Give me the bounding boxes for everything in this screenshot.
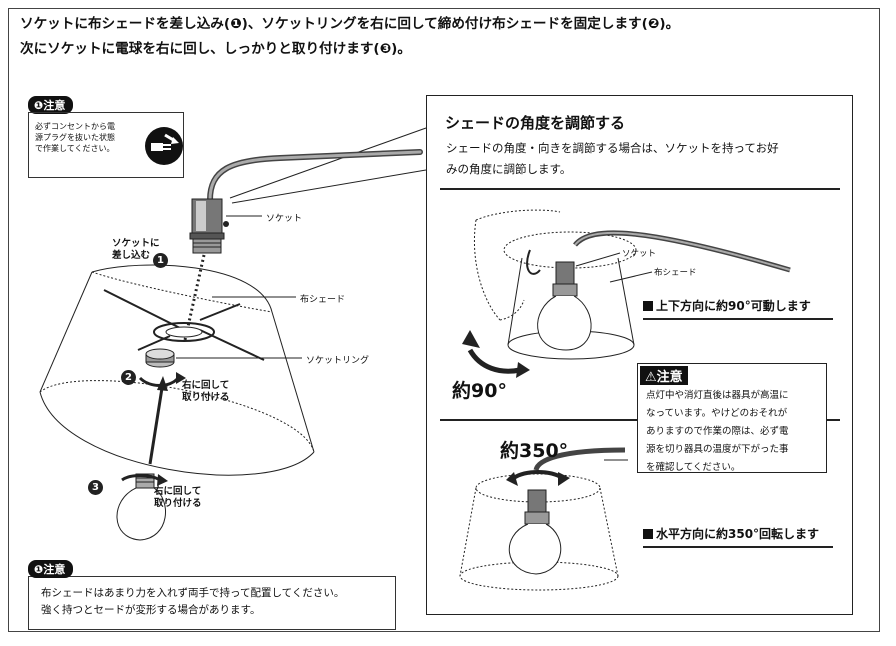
warning-text: 点灯中や消灯直後は器具が高温に なっています。やけどのおそれが ありますので作業… <box>646 387 789 477</box>
step3-badge: 3 <box>88 480 103 495</box>
intro-text: ソケットに布シェードを差し込み(❶)、ソケットリングを右に回して締め付け布シェー… <box>20 12 880 62</box>
angle-90: 約90° <box>452 380 507 402</box>
cord-highlight <box>208 150 422 202</box>
shade-rotate-diagram <box>459 447 626 591</box>
rotate-note: 水平方向に約350°回転します <box>643 525 819 542</box>
tilt-arrow <box>467 348 521 374</box>
caution-heading: ❶注意 <box>28 96 74 114</box>
step2-line: 取り付ける <box>182 392 230 403</box>
page-frame <box>8 8 880 632</box>
step2-line: 右に回して <box>182 380 230 391</box>
note-underline <box>643 318 833 320</box>
warning-line: 点灯中や消灯直後は器具が高温に <box>646 390 789 401</box>
step3-line: 取り付ける <box>154 498 202 509</box>
step2-label: 右に回して 取り付ける <box>182 380 230 404</box>
panel-description: シェードの角度・向きを調節する場合は、ソケットを持ってお好 みの角度に調節します… <box>446 138 779 180</box>
shade-label: 布シェード <box>300 295 346 305</box>
tilt-note-text: 上下方向に約90°可動します <box>656 299 811 313</box>
unplug-icon <box>145 127 183 165</box>
panel-divider <box>826 419 840 421</box>
panel-desc-line: みの角度に調節します。 <box>446 162 572 176</box>
caution-line: 必ずコンセントから電 <box>35 122 115 131</box>
warning-line: を確認してください。 <box>646 462 741 473</box>
step2-badge: 2 <box>121 370 136 385</box>
panel-title: シェードの角度を調節する <box>445 114 626 132</box>
panel-shade-label: 布シェード <box>654 268 697 278</box>
fabric-shade <box>39 264 315 476</box>
step3-line: 右に回して <box>154 486 202 497</box>
warning-line: ありますので作業の際は、必ず電 <box>646 426 789 437</box>
step3-label: 右に回して 取り付ける <box>154 486 202 510</box>
caution-box-top: ❶注意 必ずコンセントから電 源プラグを抜いた状態 で作業してください。 <box>28 94 184 178</box>
intro-line-2: 次にソケットに電球を右に回し、しっかりと取り付けます(❸)。 <box>20 41 411 57</box>
adjust-panel <box>426 95 853 615</box>
caution-line: 源プラグを抜いた状態 <box>35 133 115 142</box>
step1-line: 差し込む <box>112 250 151 261</box>
callout-line <box>231 169 427 204</box>
caution-line: 布シェードはあまり力を入れず両手で持って配置してください。 <box>41 587 345 599</box>
ring-label: ソケットリング <box>306 356 370 366</box>
warning-line: 源を切り器具の温度が下がった事 <box>646 444 789 455</box>
tilt-note: 上下方向に約90°可動します <box>643 297 811 314</box>
caution-box-bottom: ❶注意 布シェードはあまり力を入れず両手で持って配置してください。 強く持つとセ… <box>28 558 396 630</box>
panel-desc-line: シェードの角度・向きを調節する場合は、ソケットを持ってお好 <box>446 141 779 155</box>
intro-line-1: ソケットに布シェードを差し込み(❶)、ソケットリングを右に回して締め付け布シェー… <box>20 16 680 32</box>
callout-line <box>229 127 427 199</box>
caution-line: で作業してください。 <box>35 144 115 153</box>
socket-label: ソケット <box>266 214 303 224</box>
step1-line: ソケットに <box>112 238 160 249</box>
angle-350: 約350° <box>500 440 569 462</box>
step1-badge: 1 <box>153 253 168 268</box>
caution-heading: ❶注意 <box>28 560 74 578</box>
rotate-arrow <box>138 376 180 387</box>
step1-label: ソケットに 差し込む <box>112 238 160 262</box>
panel-divider <box>440 188 840 190</box>
caution-line: 強く持つとセードが変形する場合があります。 <box>41 604 261 616</box>
panel-divider <box>440 419 640 421</box>
warning-line: なっています。やけどのおそれが <box>646 408 788 419</box>
socket-ring <box>145 348 175 368</box>
warning-heading: ⚠注意 <box>640 366 688 385</box>
shade-tilt-diagram <box>473 209 791 360</box>
light-bulb <box>116 473 166 541</box>
rotate-note-text: 水平方向に約350°回転します <box>656 527 820 541</box>
bulb-arrow <box>148 387 164 465</box>
panel-socket-label: ソケット <box>622 249 657 259</box>
note-underline <box>643 546 833 548</box>
socket <box>189 198 229 254</box>
